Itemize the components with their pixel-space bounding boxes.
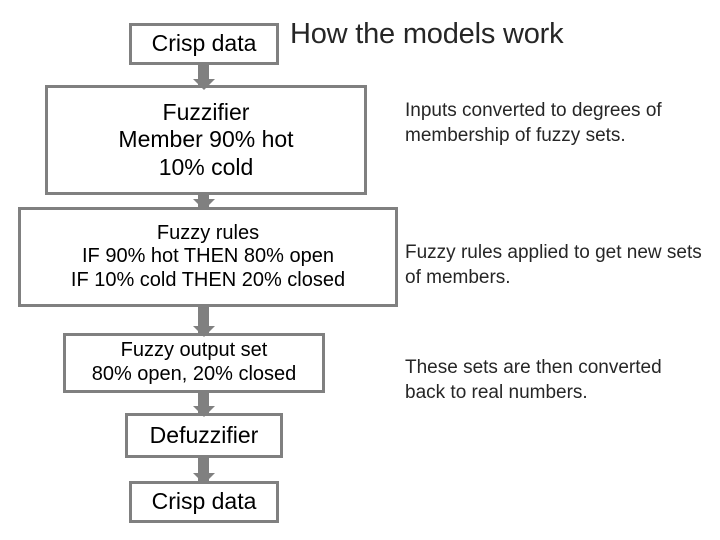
- flow-box-defuzzifier: Defuzzifier: [125, 413, 283, 458]
- flow-box-fuzzy-rules: Fuzzy rules IF 90% hot THEN 80% open IF …: [18, 207, 398, 307]
- flow-box-line: Fuzzy rules: [156, 221, 260, 244]
- note-text-defuzzifier: These sets are then converted back to re…: [405, 357, 662, 404]
- arrow-connector-4: [198, 391, 209, 415]
- arrow-head-icon: [193, 473, 215, 484]
- flow-box-line: 80% open, 20% closed: [91, 363, 297, 385]
- note-text-fuzzifier: Inputs converted to degrees of membershi…: [405, 100, 662, 147]
- arrow-head-icon: [193, 199, 215, 210]
- flow-box-crisp-data-input: Crisp data: [129, 23, 279, 65]
- flow-box-fuzzy-output-set: Fuzzy output set 80% open, 20% closed: [63, 333, 325, 393]
- flow-box-line: Fuzzifier: [162, 99, 250, 126]
- note-text-fuzzy-rules: Fuzzy rules applied to get new sets of m…: [405, 242, 702, 289]
- flow-box-line: Crisp data: [151, 488, 257, 515]
- arrow-head-icon: [193, 326, 215, 337]
- arrow-connector-3: [198, 305, 209, 335]
- flow-box-line: IF 10% cold THEN 20% closed: [70, 268, 346, 291]
- arrow-connector-5: [198, 456, 209, 482]
- arrow-head-icon: [193, 79, 215, 90]
- flow-box-line: Defuzzifier: [149, 421, 259, 448]
- flow-box-line: IF 90% hot THEN 80% open: [82, 245, 334, 268]
- arrow-connector-1: [198, 64, 209, 87]
- flow-box-fuzzifier: Fuzzifier Member 90% hot 10% cold: [45, 85, 367, 195]
- flow-box-line: 10% cold: [158, 153, 254, 180]
- page-title: How the models work: [290, 18, 564, 50]
- arrow-head-icon: [193, 406, 215, 417]
- flow-box-line: Member 90% hot: [118, 126, 294, 153]
- flow-box-line: Fuzzy output set: [120, 339, 268, 362]
- flow-box-line: Crisp data: [151, 30, 257, 57]
- flow-box-crisp-data-output: Crisp data: [129, 481, 279, 523]
